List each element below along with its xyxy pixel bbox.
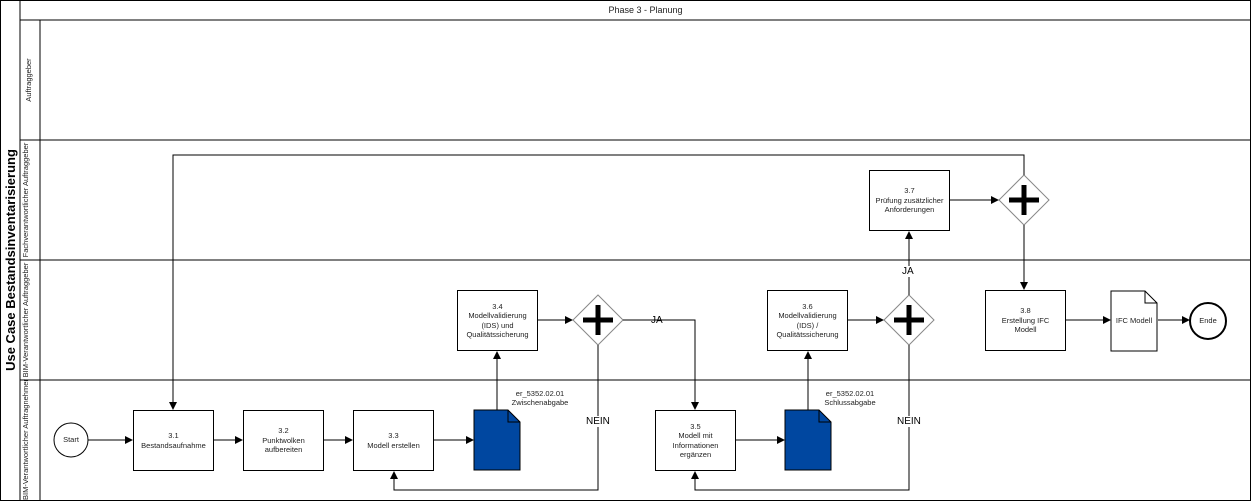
phase-title: Phase 3 - Planung xyxy=(608,5,683,16)
document-schlussabgabe-shape xyxy=(784,409,832,471)
task-3-4: 3.4 Modellvalidierung (IDS) und Qualität… xyxy=(466,301,529,339)
gateway-3-plus-icon xyxy=(1009,185,1039,215)
task-3-2-shape xyxy=(243,410,324,471)
flow-label-ja-1: JA xyxy=(651,315,663,326)
task-3-1: 3.1 Bestandsaufnahme xyxy=(141,431,206,450)
task-3-7-shape xyxy=(869,170,950,231)
document-schlussabgabe-label: er_5352.02.01 Schlussabgabe xyxy=(824,388,876,407)
document-zwischenabgabe-fold xyxy=(507,410,520,423)
lane-label-fach-auftraggeber: Fachverantwortlicher Auftraggeber xyxy=(21,142,30,258)
flow-gateway-3-to-3-1 xyxy=(169,154,1025,410)
lane-label-auftraggeber: Auftraggeber xyxy=(24,58,33,102)
end-event-label: Ende xyxy=(1199,316,1217,326)
document-ifc-shape xyxy=(1110,290,1158,352)
task-3-5-shape xyxy=(655,410,736,471)
document-ifc-label: IFC Modell xyxy=(1115,316,1153,326)
gateway-3 xyxy=(998,174,1050,226)
task-3-2: 3.2 Punktwolken aufbereiten xyxy=(262,426,305,455)
task-3-7: 3.7 Prüfung zusätzlicher Anforderungen xyxy=(875,186,944,215)
task-3-3: 3.3 Modell erstellen xyxy=(367,431,420,450)
document-zwischenabgabe-shape xyxy=(473,409,521,471)
document-ifc-fold xyxy=(1144,291,1157,304)
flow-gateway-1-ja-to-3-5 xyxy=(623,319,699,410)
task-3-4-shape xyxy=(457,290,538,351)
flow-label-nein-1: NEIN xyxy=(586,416,610,427)
document-schlussabgabe-fold xyxy=(818,410,831,423)
task-3-5: 3.5 Modell mit Informationen ergänzen xyxy=(672,421,719,459)
flow-label-nein-2: NEIN xyxy=(897,416,921,427)
task-3-1-shape xyxy=(133,410,214,471)
gateway-1-plus-icon xyxy=(583,305,613,335)
task-3-3-shape xyxy=(353,410,434,471)
start-event-label: Start xyxy=(63,435,79,445)
pool-title: Use Case Bestandsinventarisierung xyxy=(3,149,18,371)
task-3-6-shape xyxy=(767,290,848,351)
lane-label-bim-auftraggeber: BIM-Verantwortlicher Auftraggeber xyxy=(21,262,30,378)
task-3-8-shape xyxy=(985,290,1066,351)
document-zwischenabgabe-label: er_5352.02.01 Zwischenabgabe xyxy=(511,388,569,407)
gateway-2-plus-icon xyxy=(894,305,924,335)
end-event xyxy=(1189,302,1227,340)
lane-label-bim-auftragnehmer: BIM-Verantwortlicher Auftragnehmer xyxy=(21,379,30,500)
flow-label-ja-2: JA xyxy=(902,266,914,277)
task-3-8: 3.8 Erstellung IFC Modell xyxy=(1001,306,1050,335)
task-3-6: 3.6 Modellvalidierung (IDS) / Qualitätss… xyxy=(776,301,839,339)
